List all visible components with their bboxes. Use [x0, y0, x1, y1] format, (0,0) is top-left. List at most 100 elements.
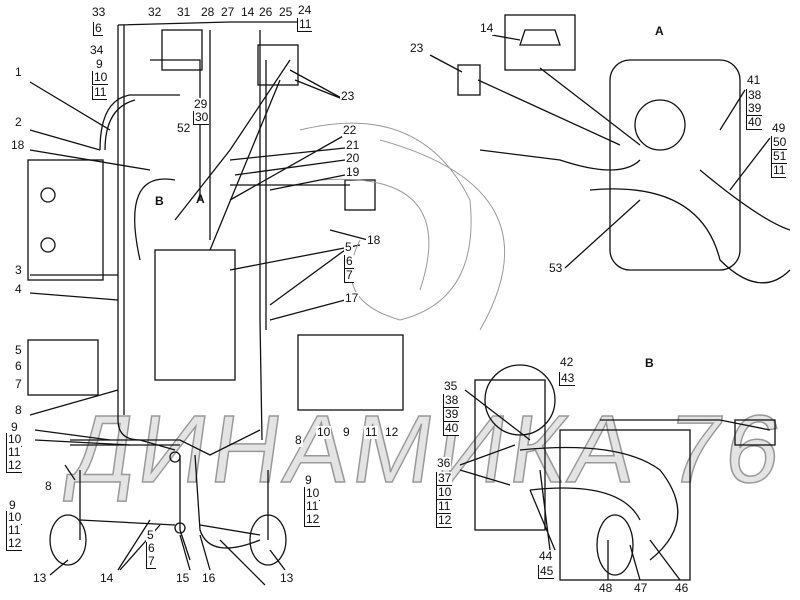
pipe [99, 94, 180, 151]
plug-detail-box [504, 14, 576, 71]
callout-label-20: 20 [345, 151, 361, 165]
callout-label-12: 12 [304, 512, 321, 527]
callout-label-6: 6 [344, 254, 354, 269]
bell-housing [484, 364, 556, 436]
callout-label-50: 50 [771, 135, 788, 150]
valve [734, 419, 776, 446]
leader [477, 67, 641, 146]
callout-label-33: 33 [91, 5, 107, 19]
callout-label-23: 23 [340, 89, 356, 103]
hose [519, 419, 771, 561]
wheel-cylinder [249, 514, 287, 566]
transmission-a [609, 59, 741, 271]
callout-label-8: 8 [14, 403, 23, 417]
callout-label-9: 9 [342, 425, 351, 439]
view-b-title: B [645, 356, 654, 370]
callout-label-7: 7 [344, 268, 354, 283]
pipe [104, 99, 136, 151]
callout-label-40: 40 [746, 115, 763, 130]
callout-label-3: 3 [14, 263, 23, 277]
callout-label-11: 11 [304, 499, 320, 514]
callout-label-7: 7 [14, 377, 23, 391]
hose [479, 149, 791, 284]
pipe [117, 25, 176, 451]
callout-label-24: 24 [297, 3, 313, 17]
tank-gauge [40, 237, 56, 253]
view-marker-a: A [196, 192, 205, 206]
callout-label-38: 38 [443, 393, 460, 408]
callout-label-6: 6 [14, 359, 23, 373]
callout-label-12: 12 [6, 536, 23, 551]
pipe [194, 454, 261, 549]
wheel-cylinder [49, 514, 87, 566]
pipe [174, 59, 291, 221]
callout-label-47: 47 [633, 581, 649, 595]
callout-label-38: 38 [746, 88, 763, 103]
callout-label-45: 45 [538, 564, 555, 579]
callout-label-9: 9 [304, 473, 313, 487]
callout-label-31: 31 [176, 5, 192, 19]
callout-label-5: 5 [344, 240, 353, 254]
callout-label-11: 11 [92, 85, 108, 100]
callout-label-40: 40 [443, 421, 460, 436]
callout-label-10: 10 [92, 70, 109, 85]
callout-label-9: 9 [95, 57, 104, 71]
callout-label-9: 9 [10, 420, 19, 434]
callout-label-6: 6 [93, 21, 103, 36]
transmission-b [474, 379, 546, 531]
callout-label-10: 10 [316, 425, 332, 439]
callout-label-48: 48 [598, 581, 614, 595]
callout-label-13: 13 [32, 571, 48, 585]
callout-label-51: 51 [771, 149, 788, 164]
watermark-swirl [299, 122, 505, 331]
callout-label-11: 11 [436, 499, 452, 514]
callout-label-44: 44 [538, 549, 554, 563]
pipe [259, 30, 263, 441]
callout-label-10: 10 [436, 485, 453, 500]
callout-label-25: 25 [278, 5, 294, 19]
pipe [70, 429, 261, 456]
callout-label-18: 18 [366, 233, 382, 247]
callout-label-18: 18 [10, 138, 26, 152]
valve-block [161, 29, 203, 71]
callout-label-15: 15 [175, 571, 191, 585]
callout-label-5: 5 [146, 528, 155, 542]
callout-label-11: 11 [771, 163, 787, 178]
callout-label-21: 21 [345, 138, 361, 152]
callout-label-19: 19 [345, 165, 361, 179]
callout-label-52: 52 [176, 121, 192, 135]
callout-label-17: 17 [344, 291, 360, 305]
callout-label-4: 4 [14, 282, 23, 296]
callout-label-1: 1 [14, 65, 23, 79]
pipe [79, 519, 176, 526]
callout-label-12: 12 [6, 458, 23, 473]
callout-label-13: 13 [279, 571, 295, 585]
pipe [179, 455, 191, 561]
valve-block [257, 44, 299, 86]
pump-housing [559, 429, 691, 581]
callout-label-42: 42 [559, 355, 575, 369]
tank-gauge [40, 187, 56, 203]
pipe [134, 178, 176, 261]
callout-label-14: 14 [240, 5, 256, 19]
pipe [229, 244, 361, 271]
callout-label-9: 9 [8, 498, 17, 512]
callout-label-7: 7 [146, 554, 156, 569]
gearbox [154, 249, 236, 381]
detail-box-fastener [27, 339, 99, 396]
pipe [150, 59, 201, 200]
callout-label-12: 12 [436, 513, 453, 528]
callout-label-23: 23 [409, 41, 425, 55]
fitting [169, 451, 181, 463]
callout-label-46: 46 [674, 581, 690, 595]
callout-label-26: 26 [258, 5, 274, 19]
callout-label-2: 2 [14, 115, 23, 129]
callout-label-29: 29 [193, 97, 209, 111]
callout-label-16: 16 [201, 571, 217, 585]
callout-label-12: 12 [384, 425, 400, 439]
callout-label-11: 11 [364, 425, 379, 439]
callout-label-35: 35 [443, 379, 459, 393]
pipe [117, 21, 300, 26]
callout-label-8: 8 [294, 433, 303, 447]
